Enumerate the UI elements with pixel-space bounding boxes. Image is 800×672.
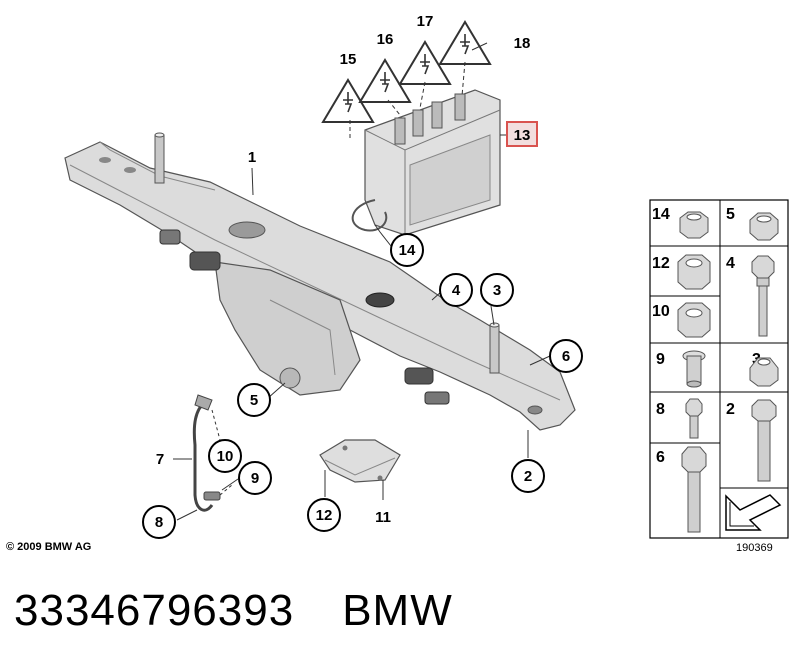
- callout-6-label: 6: [562, 348, 570, 365]
- parts-grid: 14 5 12 4 10 9: [649, 199, 789, 539]
- callout-12: 12: [307, 498, 341, 532]
- grid-label-4: 4: [726, 255, 735, 272]
- callout-18-label: 18: [514, 35, 531, 52]
- grid-cell-6: 6: [656, 446, 707, 533]
- callout-2: 2: [511, 459, 545, 493]
- leader-lines: [173, 42, 551, 521]
- callout-4: 4: [439, 273, 473, 307]
- figure-number: 190369: [736, 542, 773, 554]
- grid-cell-3: 3: [749, 351, 779, 387]
- callout-14-label: 14: [399, 242, 416, 259]
- control-module-drawing: [351, 89, 501, 236]
- callout-10-label: 10: [217, 448, 234, 465]
- callout-5: 5: [237, 383, 271, 417]
- callout-1-label: 1: [248, 149, 256, 166]
- callout-13: 13: [506, 121, 538, 147]
- callout-2-label: 2: [524, 468, 532, 485]
- warning-18-icon: [438, 20, 492, 65]
- copyright-notice: © 2009 BMW AG: [6, 541, 92, 553]
- part-caption: 33346796393 BMW: [14, 586, 453, 636]
- grid-label-8: 8: [656, 401, 665, 418]
- callout-1: 1: [248, 149, 256, 166]
- callout-14: 14: [390, 233, 424, 267]
- grid-label-12: 12: [652, 255, 670, 272]
- grid-cell-14: 14: [652, 206, 709, 239]
- brand-name: BMW: [342, 586, 453, 635]
- parts-diagram: 1 2 3 4 5 6 7 8 9 10 11 12: [64, 13, 789, 539]
- ground-cable-drawing: [192, 394, 233, 512]
- grid-cell-5: 5: [726, 206, 779, 241]
- callout-18: 18: [514, 35, 531, 52]
- grid-cell-9: 9: [656, 350, 706, 388]
- grid-label-2: 2: [726, 401, 735, 418]
- grid-cell-10: 10: [652, 302, 711, 338]
- callout-8: 8: [142, 505, 176, 539]
- callout-16-label: 16: [377, 31, 394, 48]
- callout-4-label: 4: [452, 282, 461, 299]
- callout-8-label: 8: [155, 514, 163, 531]
- callout-15: 15: [340, 51, 357, 68]
- esd-warning-triangles: [321, 20, 492, 138]
- callout-11-label: 11: [375, 509, 391, 526]
- callout-17: 17: [417, 13, 434, 30]
- direction-arrow-icon: [725, 494, 782, 531]
- grid-label-6: 6: [656, 449, 665, 466]
- grid-cell-8: 8: [656, 398, 703, 439]
- callout-10: 10: [208, 439, 242, 473]
- callout-9-label: 9: [251, 470, 259, 487]
- callout-7-label: 7: [156, 451, 164, 468]
- callout-3: 3: [480, 273, 514, 307]
- grid-label-9: 9: [656, 351, 665, 368]
- warning-16-icon: [358, 58, 412, 103]
- callout-7: 7: [156, 451, 164, 468]
- grid-cell-12: 12: [652, 254, 711, 290]
- callout-12-label: 12: [316, 507, 333, 524]
- grid-label-14: 14: [652, 206, 670, 223]
- callout-17-label: 17: [417, 13, 434, 30]
- callout-5-label: 5: [250, 392, 258, 409]
- callout-3-label: 3: [493, 282, 501, 299]
- grid-label-5: 5: [726, 206, 735, 223]
- callout-15-label: 15: [340, 51, 357, 68]
- grid-cell-2: 2: [726, 399, 777, 482]
- callout-11: 11: [375, 509, 391, 526]
- part-number: 33346796393: [14, 586, 295, 635]
- grid-cell-4: 4: [726, 255, 775, 337]
- subframe-drawing: [64, 132, 576, 431]
- callout-6: 6: [549, 339, 583, 373]
- grid-label-10: 10: [652, 303, 670, 320]
- callout-13-label: 13: [514, 127, 531, 144]
- bracket-drawing: [319, 439, 401, 483]
- callout-16: 16: [377, 31, 394, 48]
- callout-9: 9: [238, 461, 272, 495]
